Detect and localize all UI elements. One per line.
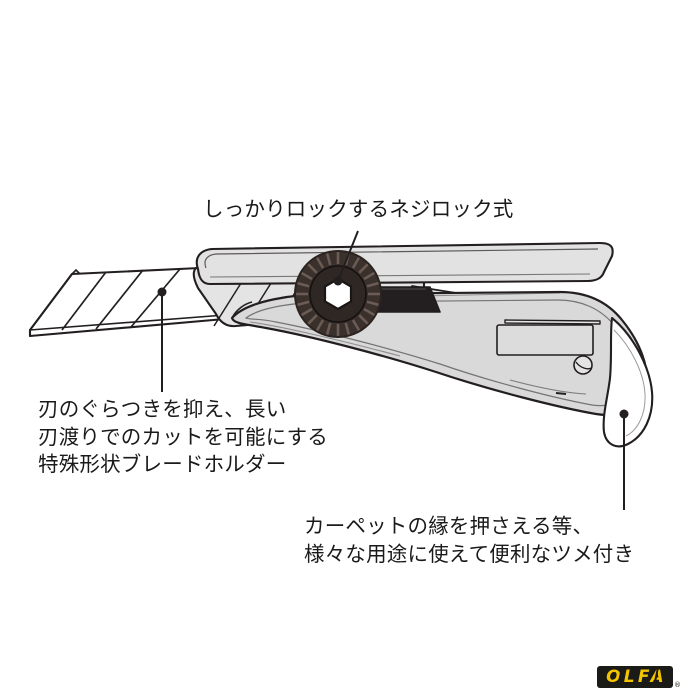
callout-leaders (157, 230, 629, 510)
claw-tab (602, 316, 654, 448)
label-window-rectangle (496, 319, 601, 356)
hex-socket (323, 277, 353, 311)
leader-dot-lock (333, 276, 343, 286)
leader-dot-claw (619, 409, 629, 419)
top-slider-rail[interactable] (195, 241, 614, 286)
registered-trademark-mark: ® (674, 681, 681, 689)
leader-line-lock (337, 230, 359, 282)
olfa-logo: OLFA ® (597, 666, 681, 689)
screw-lock-callout-text: しっかりロックするネジロック式 (203, 197, 514, 221)
leader-dot-blade-holder (157, 287, 167, 297)
lanyard-hole (573, 355, 593, 375)
blade-holder-callout-text: 刃のぐらつきを抑え、長い 刃渡りでのカットを可能にする 特殊形状ブレードホルダー (38, 397, 329, 477)
claw-tab-callout-text: カーペットの縁を押さえる等、 様々な用途に使えて便利なツメ付き (304, 514, 635, 566)
screw-lock-knob[interactable] (294, 250, 382, 338)
